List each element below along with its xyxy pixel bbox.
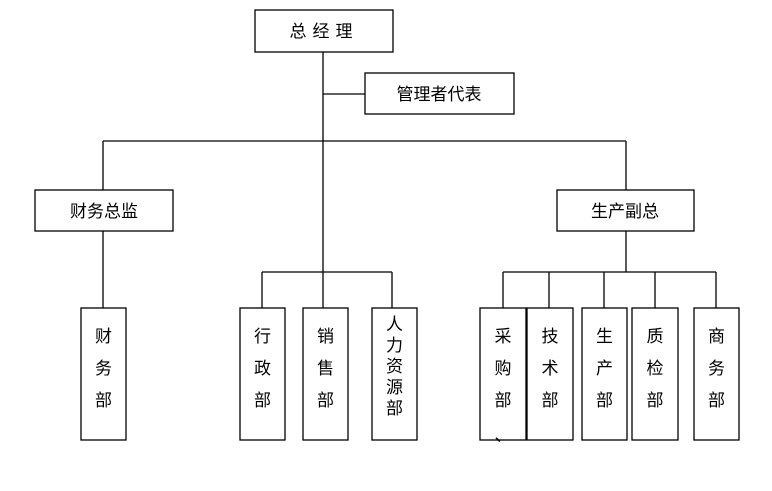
char: 人 [386, 315, 403, 335]
char: 质 [647, 327, 664, 347]
char: 源 [386, 378, 403, 398]
node-sales: 销售部 [302, 307, 349, 441]
node-gm: 总经理 [254, 9, 394, 53]
char: 务 [708, 359, 725, 379]
node-finance-label: 财务部 [95, 327, 112, 411]
char: 术 [542, 359, 559, 379]
char: 部 [596, 391, 613, 411]
char: 资 [386, 357, 403, 377]
node-finance: 财务部 [80, 307, 127, 441]
node-rep-label: 管理者代表 [397, 85, 482, 105]
node-admin-label: 行政部 [254, 327, 271, 411]
char: 购 [495, 359, 512, 379]
char: 检 [647, 359, 664, 379]
char: 行 [254, 327, 271, 347]
node-qc-label: 质检部 [647, 327, 664, 411]
node-hr-label: 人力资源部 [386, 315, 403, 419]
char: 销 [317, 327, 334, 347]
node-tech: 技术部 [526, 307, 574, 441]
node-purchase-overflow-mark: 、 [495, 426, 512, 446]
node-vp-label: 生产副总 [591, 202, 659, 222]
char: 部 [254, 391, 271, 411]
char: 部 [647, 391, 664, 411]
node-biz: 商务部 [693, 307, 740, 441]
char: 商 [708, 327, 725, 347]
char: 产 [596, 359, 613, 379]
node-sales-label: 销售部 [317, 327, 334, 411]
char: 部 [542, 391, 559, 411]
node-hr: 人力资源部 [371, 307, 418, 441]
char: 务 [95, 359, 112, 379]
node-biz-label: 商务部 [708, 327, 725, 411]
node-purchase-label: 采购部 [495, 327, 512, 411]
char: 生 [596, 327, 613, 347]
char: 部 [708, 391, 725, 411]
node-prod: 生产部 [581, 307, 628, 441]
char: 采 [495, 327, 512, 347]
char: 力 [386, 336, 403, 356]
char: 部 [317, 391, 334, 411]
node-tech-label: 技术部 [542, 327, 559, 411]
node-vp: 生产副总 [556, 189, 695, 232]
node-rep: 管理者代表 [364, 72, 515, 115]
node-purchase: 采购部 、 [479, 307, 527, 446]
node-cfo: 财务总监 [34, 189, 174, 232]
char: 部 [386, 399, 403, 419]
node-prod-label: 生产部 [596, 327, 613, 411]
char: 部 [495, 391, 512, 411]
char: 售 [317, 359, 334, 379]
node-admin: 行政部 [239, 307, 286, 441]
node-gm-label: 总经理 [290, 22, 359, 42]
node-qc: 质检部 [631, 307, 679, 441]
char: 技 [542, 327, 559, 347]
char: 部 [95, 391, 112, 411]
char: 财 [95, 327, 112, 347]
node-cfo-label: 财务总监 [70, 202, 138, 222]
connectors [102, 52, 717, 308]
char: 政 [254, 359, 271, 379]
